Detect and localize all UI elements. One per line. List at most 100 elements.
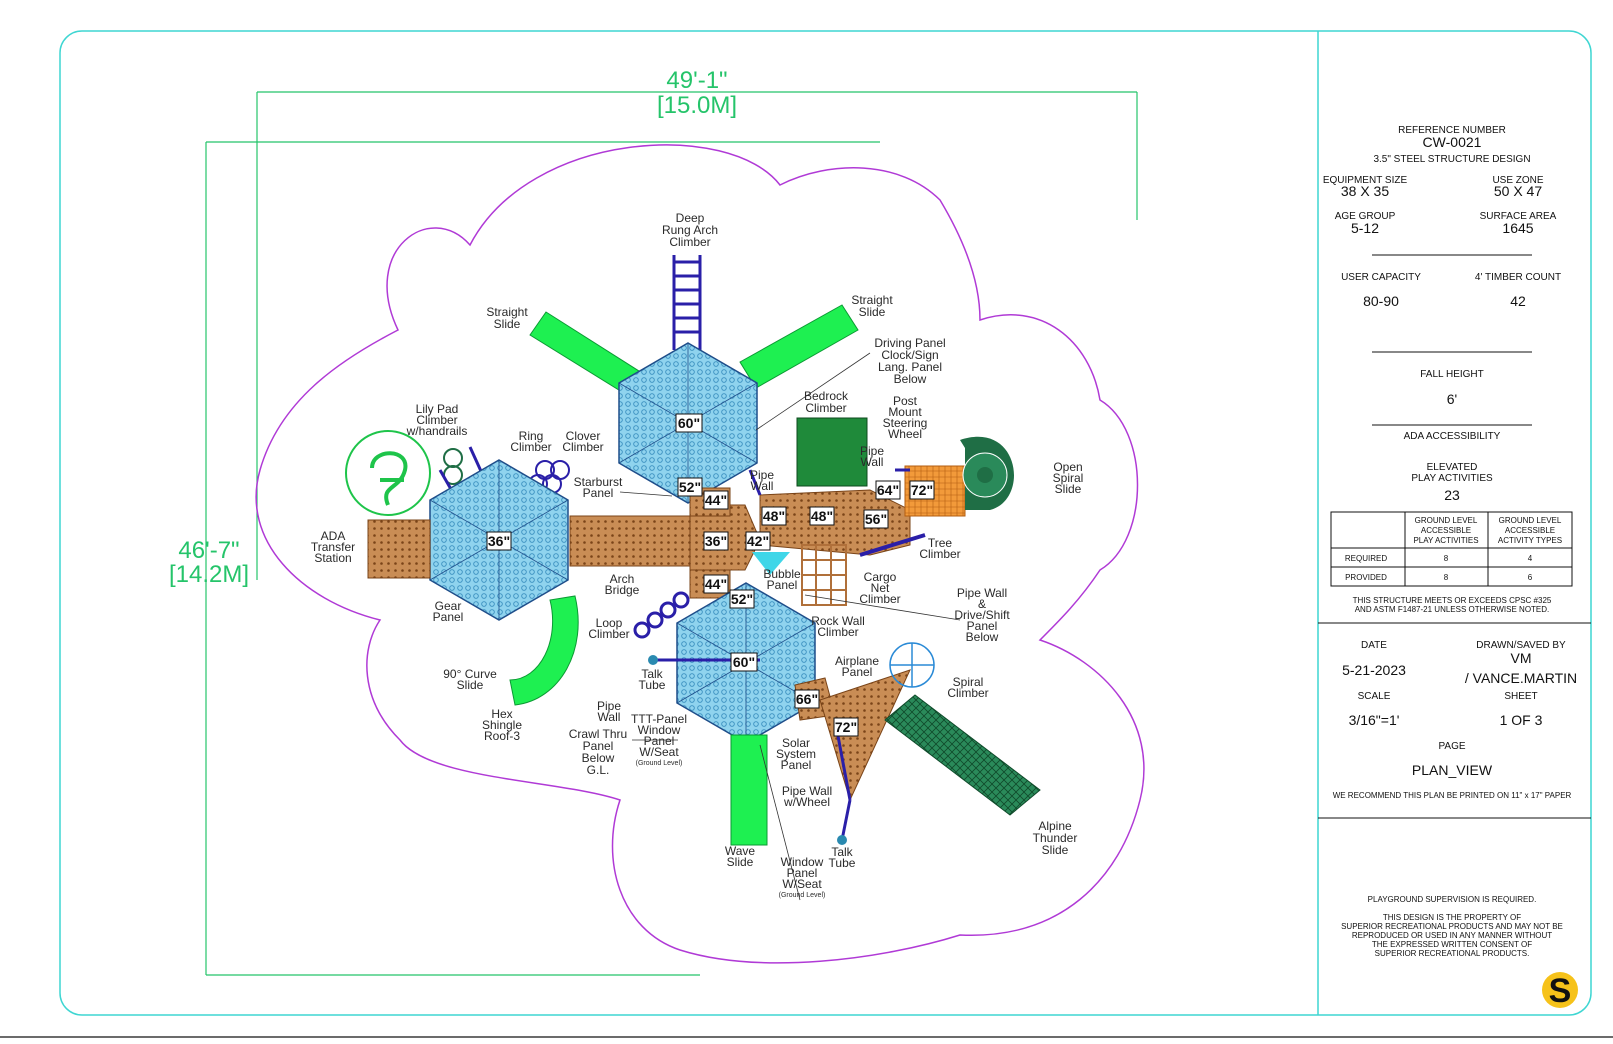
deck-height-72a: 72"	[911, 482, 933, 498]
deck-height-52a: 52"	[679, 479, 701, 495]
fall-height-value: 6'	[1447, 391, 1457, 407]
compliance-line-2: AND ASTM F1487-21 UNLESS OTHERWISE NOTED…	[1355, 605, 1550, 614]
cargo-net-climber	[801, 544, 847, 606]
date-label: DATE	[1361, 640, 1387, 651]
timber-value: 42	[1510, 293, 1526, 309]
straight-slide-right	[739, 304, 859, 389]
tree-climber	[859, 533, 926, 557]
table-col2-line3: ACTIVITY TYPES	[1498, 536, 1562, 545]
supervision-note: PLAYGROUND SUPERVISION IS REQUIRED.	[1368, 895, 1537, 904]
page-label: PAGE	[1438, 741, 1465, 752]
open-spiral-slide	[960, 436, 1014, 510]
property-line-5: SUPERIOR RECREATIONAL PRODUCTS.	[1375, 949, 1530, 958]
deck-height-bottom-hex: 60"	[733, 654, 755, 670]
deck-height-64: 64"	[877, 482, 899, 498]
table-row-provided-b: 6	[1528, 573, 1533, 582]
talk-tube-left	[648, 655, 658, 665]
bottom-edge-line	[0, 1036, 1613, 1038]
leader-lines	[619, 352, 961, 901]
property-line-3: REPRODUCED OR USED IN ANY MANNER WITHOUT	[1352, 931, 1552, 940]
deck-height-56: 56"	[865, 511, 887, 527]
equipment-size-label: EQUIPMENT SIZE	[1323, 175, 1408, 186]
table-row-required-b: 4	[1528, 554, 1533, 563]
user-capacity-value: 80-90	[1363, 293, 1399, 309]
deck-height-52b: 52"	[731, 591, 753, 607]
deck-height-66: 66"	[796, 691, 818, 707]
deck-height-42: 42"	[747, 533, 769, 549]
deck-height-48a: 48"	[763, 508, 785, 524]
wave-slide	[730, 734, 768, 846]
design-type: 3.5" STEEL STRUCTURE DESIGN	[1373, 154, 1530, 165]
talk-tube-bottom	[837, 835, 847, 845]
sheet-label: SHEET	[1504, 691, 1537, 702]
table-col1-line3: PLAY ACTIVITIES	[1413, 536, 1478, 545]
use-zone-label: USE ZONE	[1492, 175, 1543, 186]
compliance-line-1: THIS STRUCTURE MEETS OR EXCEEDS CPSC #32…	[1353, 596, 1552, 605]
property-line-2: SUPERIOR RECREATIONAL PRODUCTS AND MAY N…	[1341, 922, 1563, 931]
alpine-thunder-slide	[884, 694, 1041, 816]
arch-bridge	[569, 515, 691, 567]
timber-label: 4' TIMBER COUNT	[1475, 272, 1561, 283]
table-col1-line1: GROUND LEVEL	[1415, 516, 1478, 525]
table-col1-line2: ACCESSIBLE	[1421, 526, 1471, 535]
table-row-required-label: REQUIRED	[1345, 554, 1387, 563]
ada-emblem	[345, 430, 431, 516]
deck-height-48b: 48"	[811, 508, 833, 524]
table-row-provided-a: 8	[1444, 573, 1449, 582]
height-dimension	[205, 141, 880, 976]
reference-label: REFERENCE NUMBER	[1398, 125, 1506, 136]
table-row-provided-label: PROVIDED	[1345, 573, 1387, 582]
bedrock-climber	[796, 417, 868, 487]
deck-height-44b: 44"	[705, 576, 727, 592]
sheet-border	[59, 30, 1592, 1016]
property-line-4: THE EXPRESSED WRITTEN CONSENT OF	[1372, 940, 1532, 949]
equipment-size-value: 38 X 35	[1341, 183, 1389, 199]
width-dimension-m: [15.0M]	[657, 92, 737, 119]
drawn-label: DRAWN/SAVED BY	[1476, 640, 1566, 651]
loop-climber	[633, 591, 690, 639]
age-group-label: AGE GROUP	[1335, 211, 1396, 222]
logo-letter: S	[1549, 972, 1572, 1010]
drawn-value-2: / VANCE.MARTIN	[1465, 670, 1577, 686]
property-line-1: THIS DESIGN IS THE PROPERTY OF	[1383, 913, 1521, 922]
use-zone-boundary	[255, 144, 1145, 964]
title-block: REFERENCE NUMBER CW-0021 3.5" STEEL STRU…	[1318, 125, 1591, 958]
deck-height-36w: 36"	[488, 533, 510, 549]
deck-height-top-hex: 60"	[678, 415, 700, 431]
ada-emblem-glyph	[370, 451, 408, 506]
reference-value: CW-0021	[1423, 134, 1482, 150]
accessibility-table	[1330, 511, 1573, 587]
use-zone-value: 50 X 47	[1494, 183, 1542, 199]
page-value: PLAN_VIEW	[1412, 762, 1493, 778]
ada-transfer-station	[367, 519, 431, 579]
height-dimension-ft: 46'-7"	[178, 537, 239, 564]
print-note: WE RECOMMEND THIS PLAN BE PRINTED ON 11"…	[1333, 791, 1572, 800]
ada-label: ADA ACCESSIBILITY	[1404, 431, 1501, 442]
sheet-value: 1 OF 3	[1500, 712, 1543, 728]
elevated-label-1: ELEVATED	[1427, 462, 1478, 473]
deck-height-44a: 44"	[705, 492, 727, 508]
deep-rung-arch-climber	[672, 255, 702, 350]
